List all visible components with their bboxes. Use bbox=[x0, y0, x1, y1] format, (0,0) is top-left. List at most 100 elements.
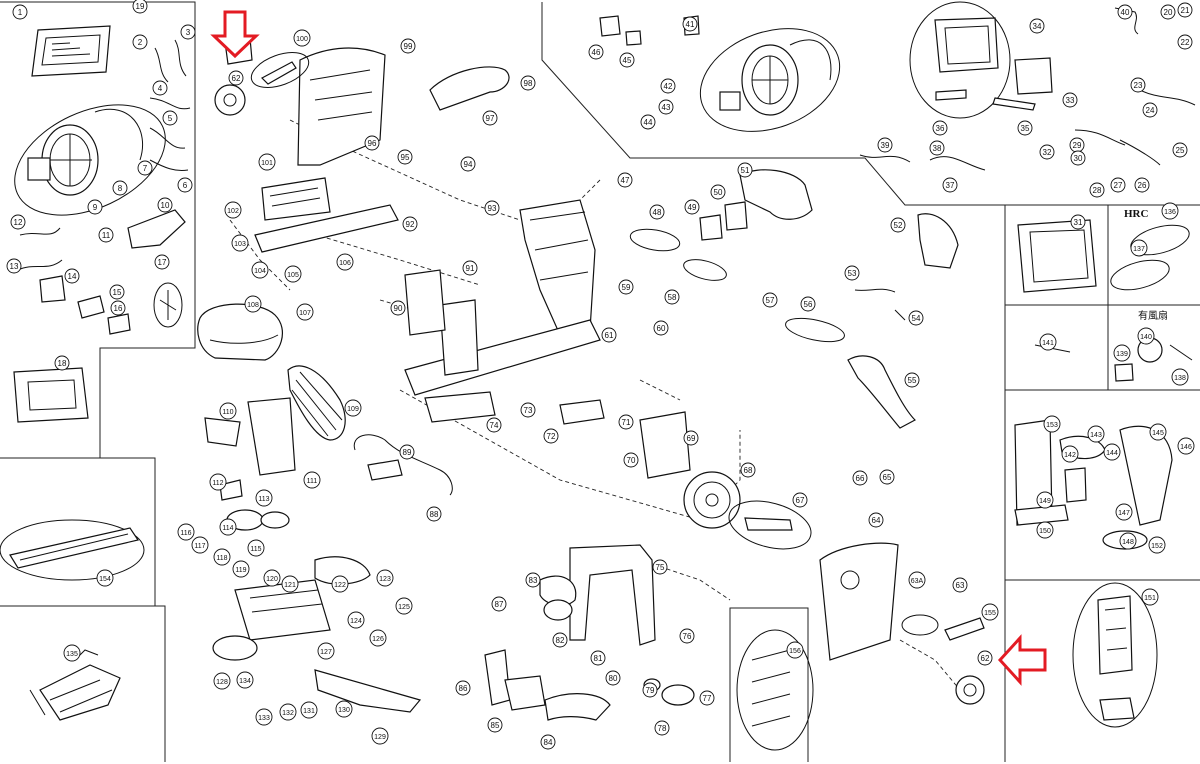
callout-number: 138 bbox=[1174, 375, 1186, 382]
callout-24: 24 bbox=[1142, 102, 1158, 118]
callout-number: 56 bbox=[804, 300, 813, 309]
bracket-parts-left bbox=[39, 209, 186, 335]
callout-number: 129 bbox=[374, 734, 386, 741]
callout-76: 76 bbox=[679, 628, 695, 644]
display-board-18 bbox=[13, 367, 89, 423]
callout-55: 55 bbox=[904, 372, 920, 388]
callout-145: 145 bbox=[1149, 423, 1167, 441]
callout-number: 72 bbox=[547, 432, 556, 441]
callout-33: 33 bbox=[1062, 92, 1078, 108]
callout-35: 35 bbox=[1017, 120, 1033, 136]
callout-117: 117 bbox=[191, 536, 209, 554]
callout-138: 138 bbox=[1171, 368, 1189, 386]
callout-number: 123 bbox=[379, 576, 391, 583]
callout-number: 30 bbox=[1074, 154, 1083, 163]
callout-number: 147 bbox=[1118, 510, 1130, 517]
callout-number: 3 bbox=[186, 28, 191, 37]
callout-79: 79 bbox=[642, 682, 658, 698]
callout-number: 58 bbox=[668, 293, 677, 302]
callout-number: 94 bbox=[464, 160, 473, 169]
callout-number: 130 bbox=[338, 707, 350, 714]
callout-108: 108 bbox=[244, 295, 262, 313]
callout-152: 152 bbox=[1148, 536, 1166, 554]
callout-number: 46 bbox=[592, 48, 601, 57]
callout-number: 2 bbox=[138, 38, 143, 47]
callout-139: 139 bbox=[1113, 344, 1131, 362]
callout-44: 44 bbox=[640, 114, 656, 130]
callout-113: 113 bbox=[255, 489, 273, 507]
callout-number: 80 bbox=[609, 674, 618, 683]
callout-17: 17 bbox=[154, 254, 170, 270]
callout-number: 89 bbox=[403, 448, 412, 457]
callout-number: 22 bbox=[1181, 38, 1190, 47]
callout-91: 91 bbox=[462, 260, 478, 276]
callout-number: 105 bbox=[287, 272, 299, 279]
callout-number: 27 bbox=[1114, 181, 1123, 190]
callout-number: 48 bbox=[653, 208, 662, 217]
callout-63: 63 bbox=[952, 577, 968, 593]
callout-62: 62 bbox=[228, 70, 244, 86]
callout-3: 3 bbox=[180, 24, 196, 40]
callout-88: 88 bbox=[426, 506, 442, 522]
callout-number: 132 bbox=[282, 710, 294, 717]
callout-number: 4 bbox=[158, 84, 163, 93]
callout-77: 77 bbox=[699, 690, 715, 706]
callout-128: 128 bbox=[213, 672, 231, 690]
callout-20: 20 bbox=[1160, 4, 1176, 20]
callout-number: 24 bbox=[1146, 106, 1155, 115]
callout-137: 137 bbox=[1130, 239, 1148, 257]
callout-number: 115 bbox=[250, 546, 261, 553]
callout-number: 155 bbox=[984, 610, 996, 617]
callout-75: 75 bbox=[652, 559, 668, 575]
callout-84: 84 bbox=[540, 734, 556, 750]
callout-number: 36 bbox=[936, 124, 945, 133]
callout-36: 36 bbox=[932, 120, 948, 136]
callout-number: 54 bbox=[912, 314, 921, 323]
callout-number: 47 bbox=[621, 176, 630, 185]
seat-slider-137 bbox=[29, 649, 121, 721]
callout-number: 108 bbox=[247, 302, 259, 309]
callout-111: 111 bbox=[303, 471, 321, 489]
callout-122: 122 bbox=[331, 575, 349, 593]
seat-cushion-109 bbox=[197, 303, 283, 361]
callout-number: 156 bbox=[789, 648, 801, 655]
callout-121: 121 bbox=[281, 575, 299, 593]
center-parts bbox=[424, 169, 959, 550]
callout-54: 54 bbox=[908, 310, 924, 326]
callout-136: 136 bbox=[1161, 202, 1179, 220]
callout-34: 34 bbox=[1029, 18, 1045, 34]
callout-109: 109 bbox=[344, 399, 362, 417]
callout-number: 31 bbox=[1074, 218, 1083, 227]
callout-5: 5 bbox=[162, 110, 178, 126]
callout-30: 30 bbox=[1070, 150, 1086, 166]
callout-42: 42 bbox=[660, 78, 676, 94]
callout-90: 90 bbox=[390, 300, 406, 316]
callout-86: 86 bbox=[455, 680, 471, 696]
callout-87: 87 bbox=[491, 596, 507, 612]
callout-number: 52 bbox=[894, 221, 903, 230]
callout-number: 50 bbox=[714, 188, 723, 197]
callout-number: 118 bbox=[216, 555, 227, 562]
callout-number: 152 bbox=[1151, 543, 1163, 550]
callout-142: 142 bbox=[1061, 445, 1079, 463]
callout-130: 130 bbox=[335, 700, 353, 718]
callout-97: 97 bbox=[482, 110, 498, 126]
callout-123: 123 bbox=[376, 569, 394, 587]
callout-94: 94 bbox=[460, 156, 476, 172]
callout-72: 72 bbox=[543, 428, 559, 444]
fan-panel-parts bbox=[1034, 337, 1193, 382]
callout-number: 1 bbox=[18, 8, 23, 17]
callout-11: 11 bbox=[98, 227, 114, 243]
callout-number: 144 bbox=[1106, 450, 1118, 457]
console-module bbox=[31, 25, 111, 77]
callout-number: 93 bbox=[488, 204, 497, 213]
callout-number: 142 bbox=[1064, 452, 1076, 459]
callout-number: 10 bbox=[161, 201, 170, 210]
callout-number: 110 bbox=[222, 409, 233, 416]
callout-155: 155 bbox=[981, 603, 999, 621]
callout-144: 144 bbox=[1103, 443, 1121, 461]
callout-13: 13 bbox=[6, 258, 22, 274]
callout-50: 50 bbox=[710, 184, 726, 200]
callout-number: 64 bbox=[872, 516, 881, 525]
